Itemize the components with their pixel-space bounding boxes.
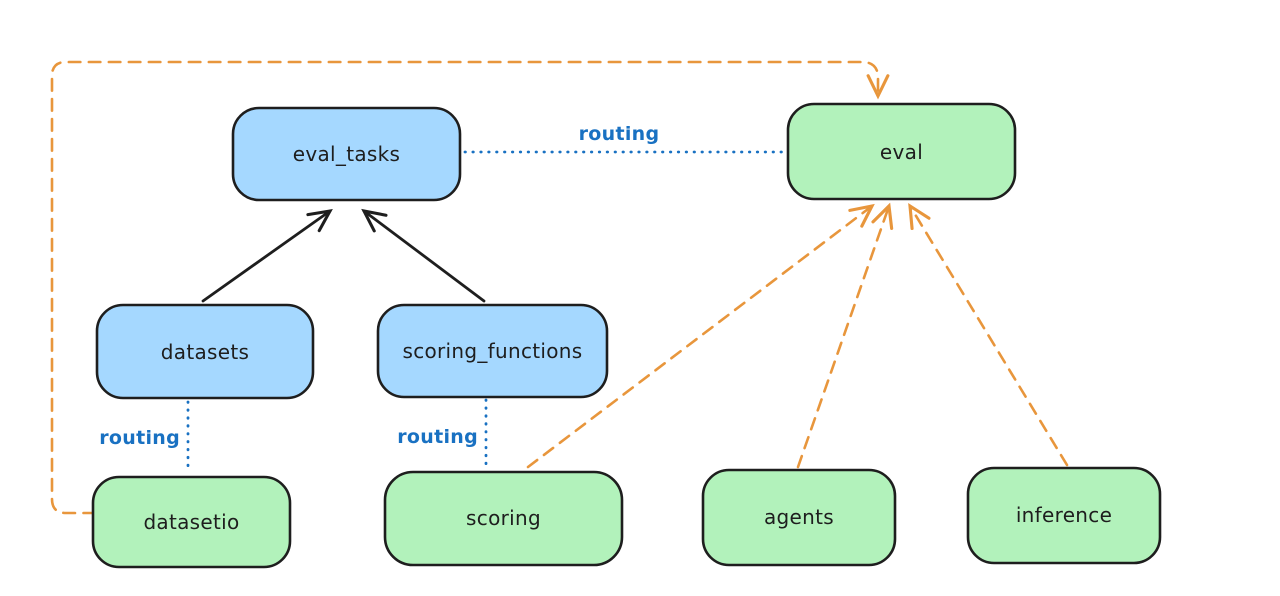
scoring_functions-box bbox=[376, 303, 609, 399]
scoring_functions-label: scoring_functions bbox=[402, 339, 582, 363]
datasets-box bbox=[95, 303, 315, 400]
edge-labels: routing routing routing bbox=[99, 123, 659, 449]
node-eval: eval bbox=[786, 102, 1017, 201]
agents-label: agents bbox=[764, 505, 834, 529]
inference-label: inference bbox=[1016, 503, 1112, 527]
eval_tasks-box bbox=[231, 106, 462, 202]
edges bbox=[50, 60, 1069, 515]
edge-inference-to-eval bbox=[908, 202, 1069, 467]
scoring-label: scoring bbox=[466, 506, 541, 530]
node-scoring: scoring bbox=[383, 470, 624, 567]
node-inference: inference bbox=[966, 466, 1162, 565]
edge-scoring_functions-to-eval_tasks bbox=[361, 208, 486, 303]
eval-box bbox=[786, 102, 1017, 201]
edge-datasetio-to-eval bbox=[50, 60, 890, 515]
routing-label-top: routing bbox=[579, 123, 660, 145]
datasetio-label: datasetio bbox=[143, 510, 239, 534]
datasets-label: datasets bbox=[161, 340, 249, 364]
inference-box bbox=[966, 466, 1162, 565]
datasetio-box bbox=[91, 475, 292, 569]
edge-datasets-to-eval_tasks bbox=[201, 208, 333, 303]
node-agents: agents bbox=[701, 468, 897, 567]
routing-label-datasetio: routing bbox=[99, 427, 180, 449]
agents-box bbox=[701, 468, 897, 567]
node-datasets: datasets bbox=[95, 303, 315, 400]
routing-label-scoring: routing bbox=[397, 426, 478, 448]
eval-label: eval bbox=[880, 140, 923, 164]
eval_tasks-label: eval_tasks bbox=[293, 142, 400, 166]
scoring-box bbox=[383, 470, 624, 567]
node-scoring_functions: scoring_functions bbox=[376, 303, 609, 399]
node-eval_tasks: eval_tasks bbox=[231, 106, 462, 202]
node-datasetio: datasetio bbox=[91, 475, 292, 569]
edge-scoring-to-eval bbox=[526, 203, 875, 469]
edge-agents-to-eval bbox=[796, 202, 894, 469]
